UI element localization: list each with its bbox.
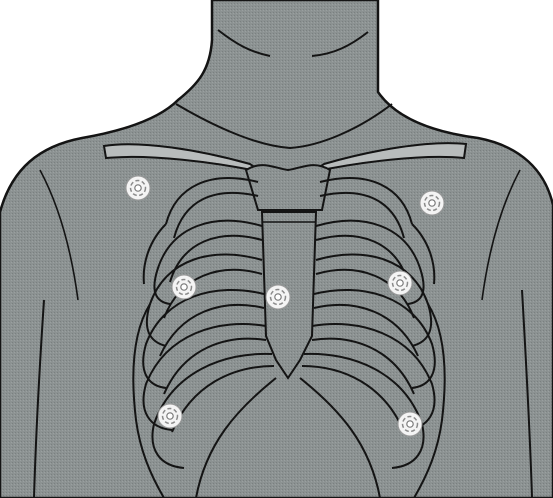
electrode-left-infraclavicular: [420, 191, 444, 215]
electrode-snap-icon: [135, 185, 141, 191]
electrode-right-mid-chest: [172, 275, 196, 299]
electrode-snap-icon: [429, 200, 435, 206]
sternum-manubrium: [246, 165, 330, 210]
electrode-snap-icon: [167, 413, 173, 419]
electrode-left-mid-chest: [388, 271, 412, 295]
electrode-snap-icon: [275, 294, 281, 300]
electrode-sternum: [266, 285, 290, 309]
electrode-snap-icon: [181, 284, 187, 290]
electrode-left-lower-rib: [398, 412, 422, 436]
electrode-snap-icon: [407, 421, 413, 427]
electrode-right-infraclavicular: [126, 176, 150, 200]
electrode-right-lower-rib: [158, 404, 182, 428]
electrode-snap-icon: [397, 280, 403, 286]
